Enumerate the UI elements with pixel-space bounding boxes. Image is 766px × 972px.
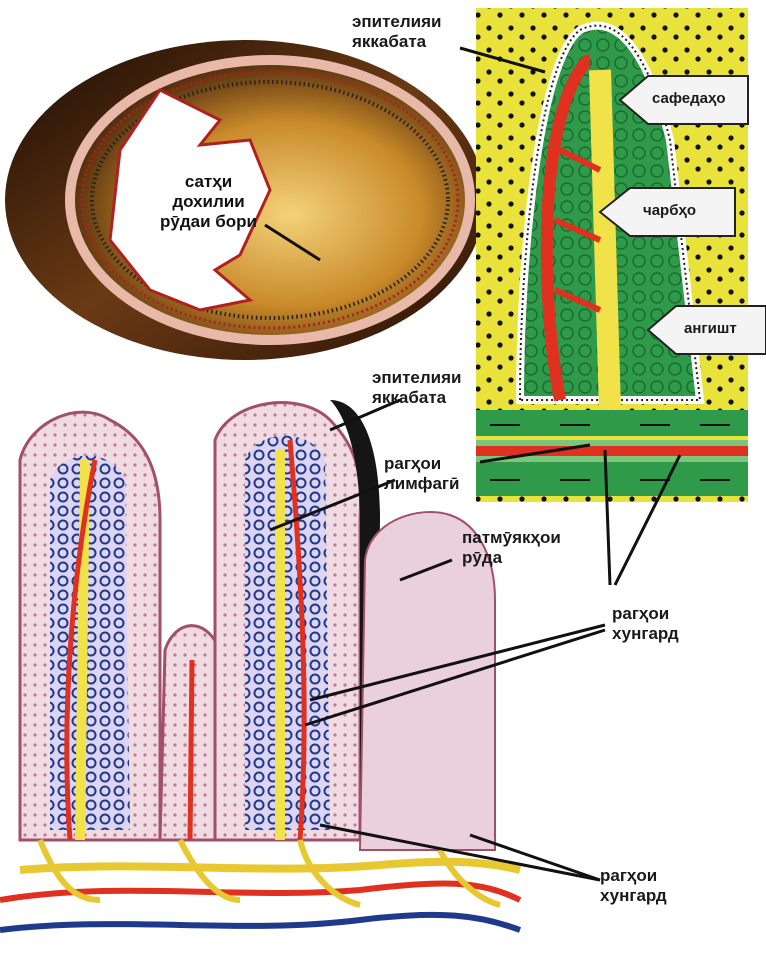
label-lymph-vessels-line2: лимфагӣ xyxy=(384,474,459,494)
label-blood-vessels-1-line2: хунгард xyxy=(612,624,679,644)
tag-proteins: сафедаҳо xyxy=(652,90,726,107)
label-muscle-layers-line1: патмӯякҳои xyxy=(462,528,561,548)
label-epithelium-mid-line2: яккабата xyxy=(372,388,462,408)
label-blood-vessels-1-line1: рагҳои xyxy=(612,604,679,624)
label-epithelium-top: эпителияи яккабата xyxy=(352,12,442,52)
label-blood-vessels-2: рагҳои хунгард xyxy=(600,866,667,906)
label-blood-vessels-1: рагҳои хунгард xyxy=(612,604,679,644)
label-inner-surface-line1: сатҳи xyxy=(160,172,257,192)
label-epithelium-mid-line1: эпителияи xyxy=(372,368,462,388)
label-blood-vessels-2-line2: хунгард xyxy=(600,886,667,906)
label-epithelium-mid: эпителияи яккабата xyxy=(372,368,462,408)
tag-carbs: ангишт xyxy=(684,320,737,337)
label-blood-vessels-2-line1: рагҳои xyxy=(600,866,667,886)
label-muscle-layers: патмӯякҳои рӯда xyxy=(462,528,561,568)
tag-fats: чарбҳо xyxy=(643,202,696,219)
label-lymph-vessels-line1: рагҳои xyxy=(384,454,459,474)
label-lymph-vessels: рагҳои лимфагӣ xyxy=(384,454,459,494)
label-inner-surface: сатҳи дохилии рӯдаи бори xyxy=(160,172,257,232)
label-inner-surface-line2: дохилии xyxy=(160,192,257,212)
label-epithelium-top-line2: яккабата xyxy=(352,32,442,52)
label-epithelium-top-line1: эпителияи xyxy=(352,12,442,32)
label-muscle-layers-line2: рӯда xyxy=(462,548,561,568)
label-inner-surface-line3: рӯдаи бори xyxy=(160,212,257,232)
